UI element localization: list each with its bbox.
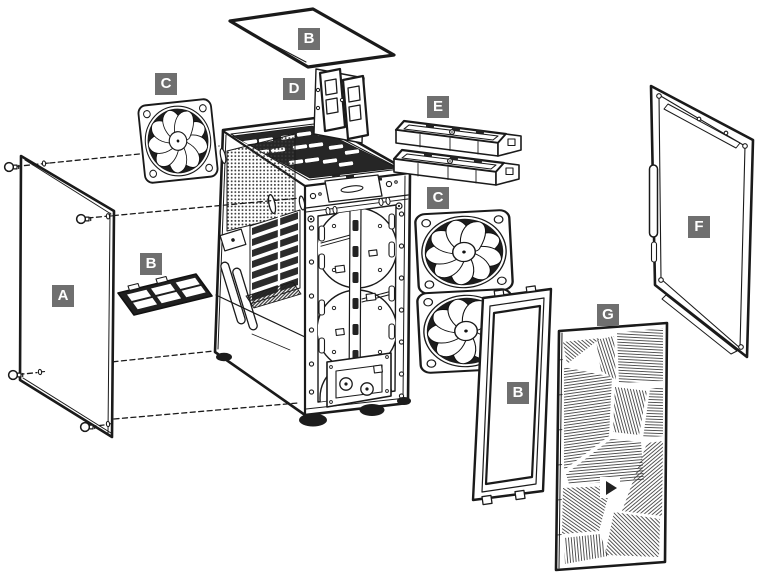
rear-fan-illustration [138, 99, 219, 184]
part-label-hdd-drive-trays: E [427, 96, 449, 118]
case-chassis-illustration [213, 116, 412, 427]
thumbscrew-icon [3, 161, 20, 173]
part-label-top-dust-filter: B [298, 28, 320, 50]
hdd-drive-trays-illustration [392, 119, 523, 187]
psu-dust-filter-illustration [117, 273, 213, 316]
assembly-connector-lines [3, 145, 301, 433]
case-left-side-details [215, 133, 306, 351]
part-label-front-panel: G [597, 304, 619, 326]
part-label-front-dust-filter: B [507, 382, 529, 404]
panel-handle-groove [648, 164, 659, 238]
front-panel-illustration [554, 321, 669, 572]
case-front-frame-details [305, 174, 409, 410]
case-feet [216, 352, 411, 427]
part-label-rear-exhaust-fan: C [155, 73, 177, 95]
brand-logo-icon [606, 481, 617, 495]
part-label-front-intake-fans: C [427, 187, 449, 209]
part-label-left-side-panel: A [52, 285, 74, 307]
part-label-psu-dust-filter: B [140, 253, 162, 275]
ssd-tray-bracket-illustration [313, 67, 370, 144]
part-label-ssd-tray-bracket: D [283, 78, 305, 100]
part-label-right-side-panel: F [688, 216, 710, 238]
